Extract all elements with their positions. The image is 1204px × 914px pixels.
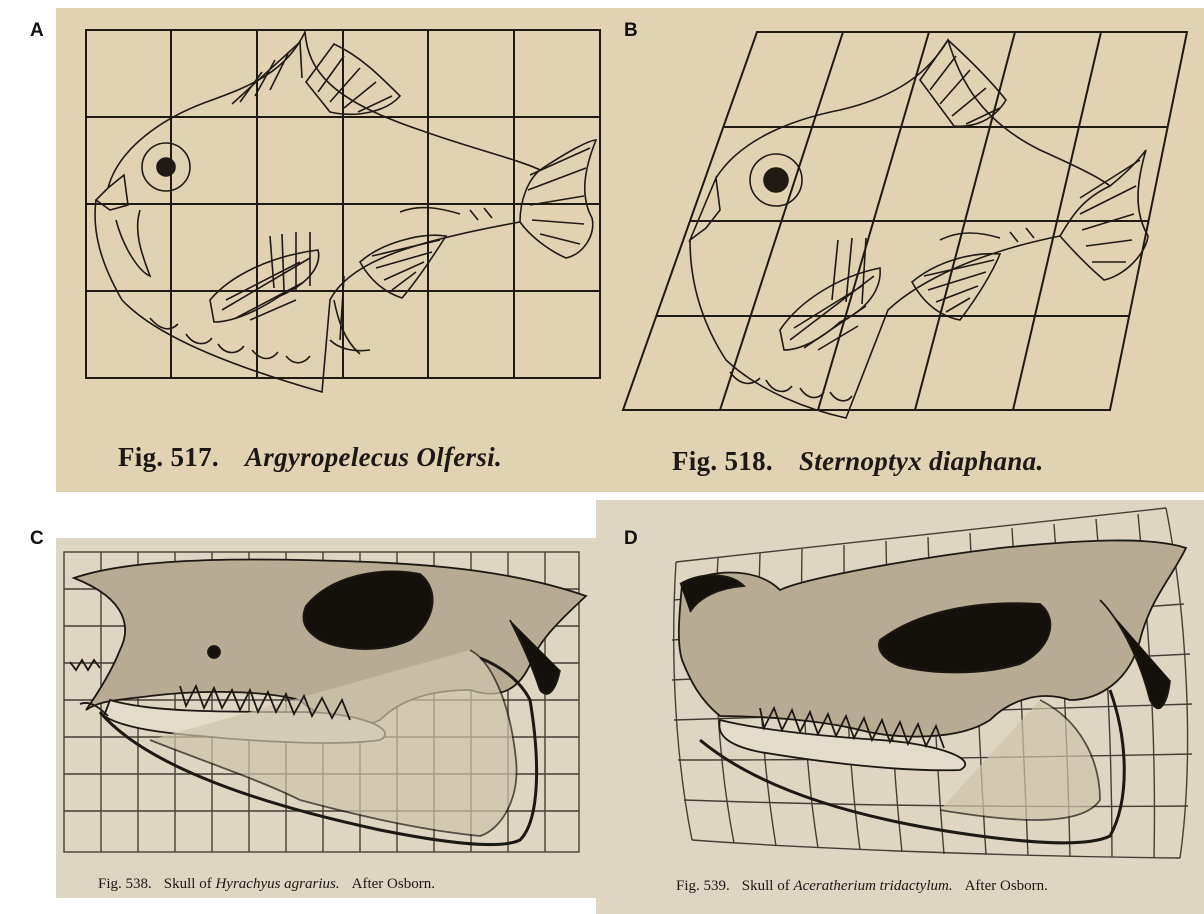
skull-d-shape xyxy=(679,540,1186,842)
caption-d-post: After Osborn. xyxy=(965,878,1048,894)
caption-d: Fig. 539. Skull of Aceratherium tridactyl… xyxy=(676,878,1048,895)
caption-d-fig: Fig. 539. xyxy=(676,878,730,894)
caption-d-species: Aceratherium tridactylum. xyxy=(793,878,952,894)
caption-d-pre: Skull of xyxy=(742,878,790,894)
